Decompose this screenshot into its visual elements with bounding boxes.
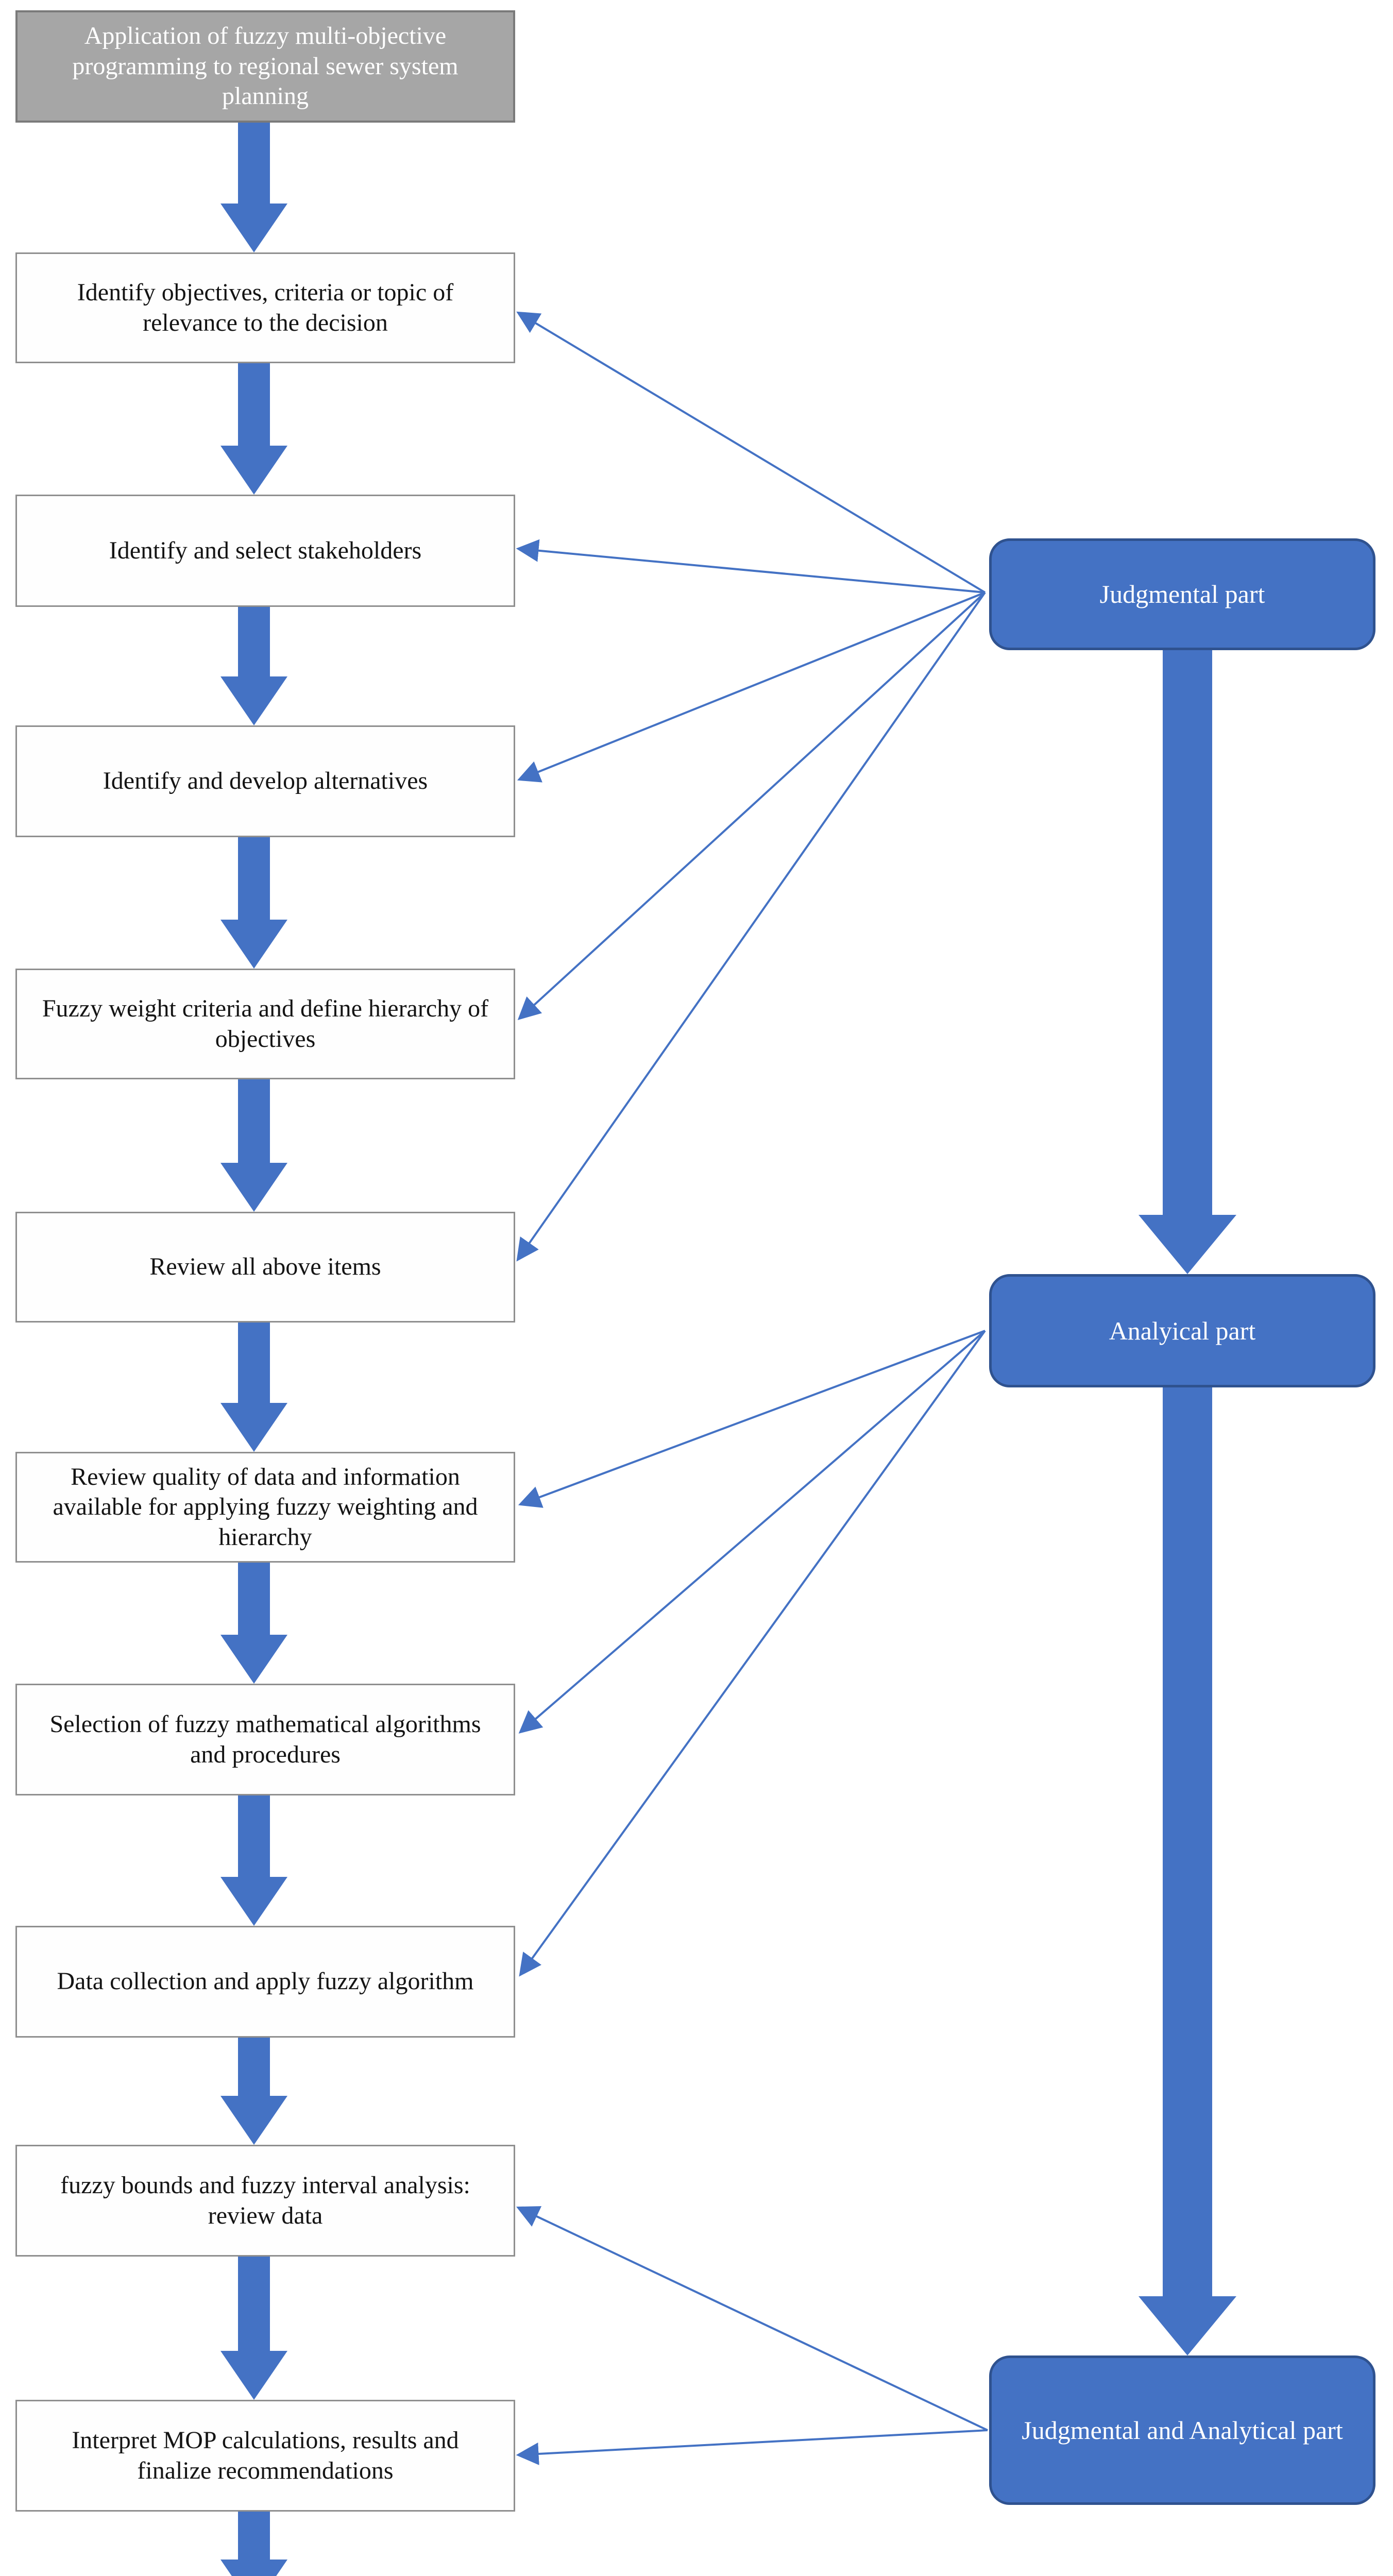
down-arrow-step4-to-step5 bbox=[220, 1079, 287, 1212]
side-column-down-arrows bbox=[1139, 650, 1236, 2355]
down-arrow-step6-to-step7 bbox=[220, 1563, 287, 1684]
step-data-collection: Data collection and apply fuzzy algorith… bbox=[15, 1926, 515, 2038]
step-interpret-mop: Interpret MOP calculations, results and … bbox=[15, 2400, 515, 2512]
connector-judgmental-to-step4 bbox=[517, 591, 986, 1020]
side-judgmental-and-analytical-part: Judgmental and Analytical part bbox=[989, 2355, 1375, 2505]
connector-judgmental-to-step2 bbox=[516, 539, 986, 594]
down-arrow-step2-to-step3 bbox=[220, 607, 287, 725]
down-arrow-step8-to-step9 bbox=[220, 2038, 287, 2145]
connector-judgmental-to-step3 bbox=[517, 591, 986, 783]
connector-judgmental-analytical-to-step10 bbox=[516, 2429, 988, 2465]
down-arrow-step10-to-end bbox=[220, 2512, 287, 2576]
step-identify-stakeholders: Identify and select stakeholders bbox=[15, 495, 515, 607]
down-arrow-step7-to-step8 bbox=[220, 1795, 287, 1926]
step-identify-objectives: Identify objectives, criteria or topic o… bbox=[15, 252, 515, 363]
down-arrow-step9-to-step10 bbox=[220, 2257, 287, 2400]
down-arrow-judgmental-to-analytical bbox=[1139, 650, 1236, 1274]
connector-analytical-to-step8 bbox=[519, 1330, 986, 1977]
down-arrow-step5-to-step6 bbox=[220, 1323, 287, 1452]
connector-judgmental-analytical-to-step9 bbox=[516, 2206, 988, 2431]
step-fuzzy-weight-criteria: Fuzzy weight criteria and define hierarc… bbox=[15, 969, 515, 1079]
step-selection-algorithms: Selection of fuzzy mathematical algorith… bbox=[15, 1684, 515, 1795]
thin-connectors bbox=[516, 311, 988, 2465]
connector-analytical-to-step6 bbox=[518, 1330, 986, 1508]
down-arrow-step1-to-step2 bbox=[220, 363, 287, 495]
step-review-all-items: Review all above items bbox=[15, 1212, 515, 1323]
step-review-data-quality: Review quality of data and information a… bbox=[15, 1452, 515, 1563]
down-arrow-step3-to-step4 bbox=[220, 837, 287, 969]
connector-judgmental-to-step5 bbox=[516, 591, 986, 1262]
connector-analytical-to-step7 bbox=[518, 1330, 986, 1734]
step-identify-alternatives: Identify and develop alternatives bbox=[15, 725, 515, 837]
side-judgmental-part: Judgmental part bbox=[989, 538, 1375, 650]
down-arrow-analytical-to-judgmental-analytical bbox=[1139, 1387, 1236, 2355]
down-arrow-start-to-step1 bbox=[220, 123, 287, 252]
step-fuzzy-bounds-analysis: fuzzy bounds and fuzzy interval analysis… bbox=[15, 2145, 515, 2257]
connector-judgmental-to-step1 bbox=[516, 311, 986, 594]
side-analytical-part: Analyical part bbox=[989, 1274, 1375, 1387]
start-node: Application of fuzzy multi-objective pro… bbox=[15, 10, 515, 123]
